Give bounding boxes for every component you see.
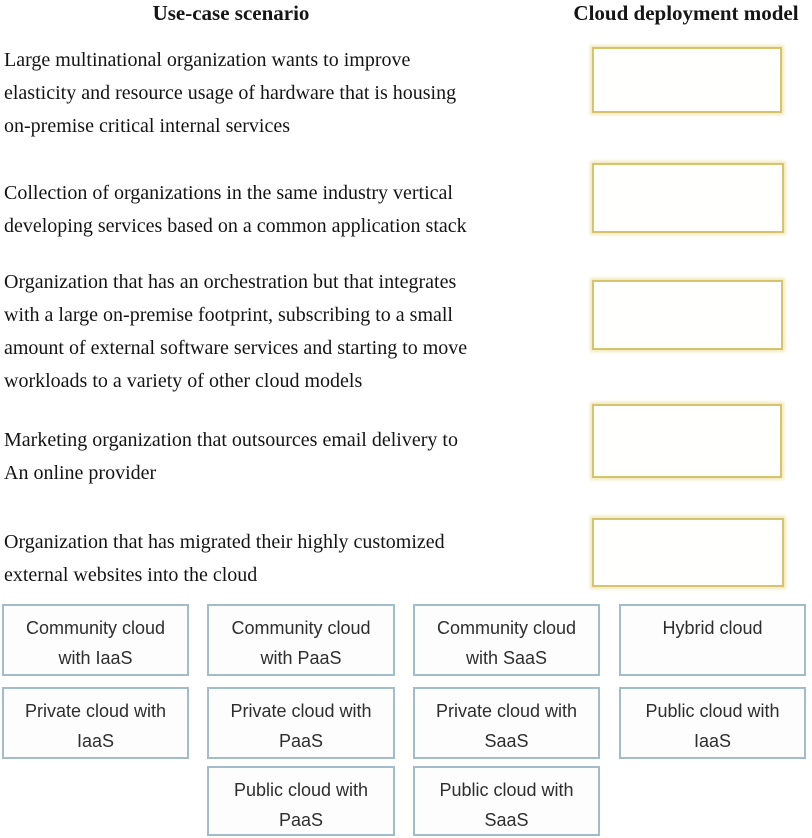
drop-zone-5[interactable] [592, 518, 784, 587]
option-hybrid-cloud[interactable]: Hybrid cloud [619, 604, 806, 676]
option-private-cloud-with-iaas[interactable]: Private cloud with IaaS [2, 687, 189, 759]
option-public-cloud-with-saas[interactable]: Public cloud with SaaS [413, 766, 600, 836]
scenario-text-1: Large multinational organization wants t… [4, 49, 457, 137]
scenario-text-5: Organization that has migrated their hig… [4, 531, 445, 586]
drop-zone-1[interactable] [592, 47, 782, 113]
scenario-text-4: Marketing organization that outsources e… [4, 429, 458, 484]
deployment-model-column-header: Cloud deployment model [573, 1, 799, 25]
option-community-cloud-with-saas[interactable]: Community cloud with SaaS [413, 604, 600, 676]
drop-zone-4[interactable] [592, 404, 782, 478]
drop-zone-2[interactable] [592, 163, 784, 233]
option-community-cloud-with-iaas[interactable]: Community cloud with IaaS [2, 604, 189, 676]
option-public-cloud-with-paas[interactable]: Public cloud with PaaS [207, 766, 395, 836]
use-case-column-header: Use-case scenario [152, 1, 310, 25]
scenario-text-3: Organization that has an orchestration b… [4, 271, 468, 392]
drop-zone-3[interactable] [592, 280, 783, 350]
option-private-cloud-with-paas[interactable]: Private cloud with PaaS [207, 687, 395, 759]
scenario-text-2: Collection of organizations in the same … [4, 182, 467, 237]
option-public-cloud-with-iaas[interactable]: Public cloud with IaaS [619, 687, 806, 759]
option-private-cloud-with-saas[interactable]: Private cloud with SaaS [413, 687, 600, 759]
option-community-cloud-with-paas[interactable]: Community cloud with PaaS [207, 604, 395, 676]
